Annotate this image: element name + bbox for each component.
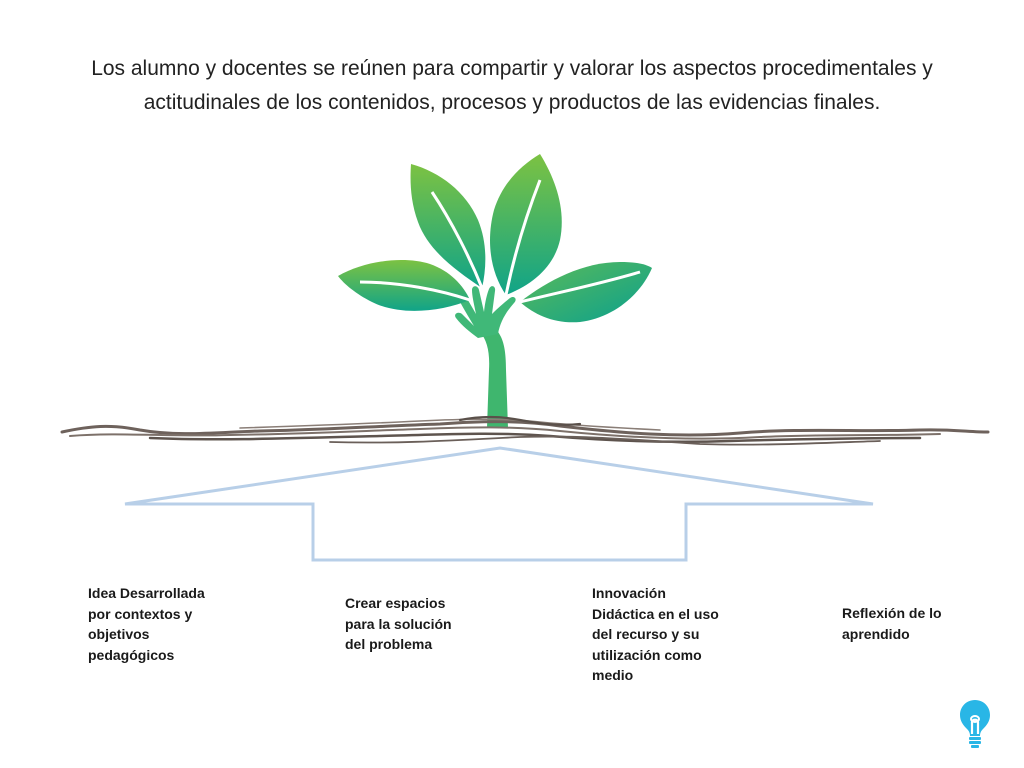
label-innovacion-didactica: Innovación Didáctica en el uso del recur… xyxy=(592,585,719,683)
soil-line xyxy=(60,415,990,446)
hand xyxy=(455,286,516,338)
arrow-outline xyxy=(124,446,874,562)
leaf-upper-left xyxy=(410,164,486,288)
tree-hand-icon xyxy=(338,154,652,428)
label-idea-desarrollada: Idea Desarrollada por contextos y objeti… xyxy=(88,585,205,663)
label-crear-espacios: Crear espacios para la solución del prob… xyxy=(345,595,452,652)
label-reflexion: Reflexión de lo aprendido xyxy=(842,605,942,642)
trunk xyxy=(480,332,508,428)
slide-title: Los alumno y docentes se reúnen para com… xyxy=(91,57,933,114)
lightbulb-icon xyxy=(960,700,990,748)
